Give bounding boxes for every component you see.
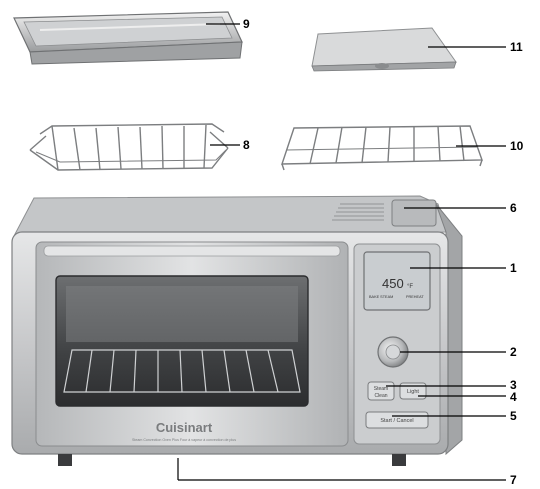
- door-handle: [43, 245, 341, 257]
- callout-3: 3: [510, 378, 517, 392]
- interior-rack: [63, 349, 301, 393]
- light-label: Light: [407, 389, 419, 395]
- start-cancel-label: Start / Cancel: [380, 418, 413, 424]
- water-reservoir: [391, 199, 437, 227]
- steam-clean-label-2: Clean: [374, 393, 387, 399]
- lcd-unit: °F: [407, 284, 413, 290]
- callout-9: 9: [243, 17, 250, 31]
- drip-tray: [311, 27, 457, 72]
- oven-foot-left: [58, 454, 72, 466]
- leader-lines: [177, 23, 506, 481]
- oven-subtitle: Steam Convection Oven Plus Four à vapeur…: [132, 438, 236, 442]
- callout-8: 8: [243, 138, 250, 152]
- brand-logo: Cuisinart: [156, 420, 213, 435]
- lcd-display: [363, 251, 431, 311]
- callout-4: 4: [510, 390, 517, 404]
- broiling-rack: [281, 125, 483, 171]
- callout-6: 6: [510, 201, 517, 215]
- steam-clean-label-1: Steam: [374, 386, 388, 392]
- lcd-mode-right: PREHEAT: [406, 295, 424, 299]
- baking-pan: [13, 11, 243, 65]
- callout-5: 5: [510, 409, 517, 423]
- baking-rack: [29, 123, 229, 171]
- callout-7: 7: [510, 473, 517, 487]
- oven-foot-right: [392, 454, 406, 466]
- callout-1: 1: [510, 261, 517, 275]
- lcd-mode-left: BAKE STEAM: [369, 295, 393, 299]
- callout-11: 11: [510, 40, 523, 54]
- oven-body: Cuisinart Steam Convection Oven Plus Fou…: [11, 195, 463, 466]
- light-button[interactable]: [399, 382, 427, 400]
- top-vent: [332, 203, 384, 221]
- callout-2: 2: [510, 345, 517, 359]
- callout-10: 10: [510, 139, 524, 153]
- lcd-temperature: 450: [382, 276, 404, 291]
